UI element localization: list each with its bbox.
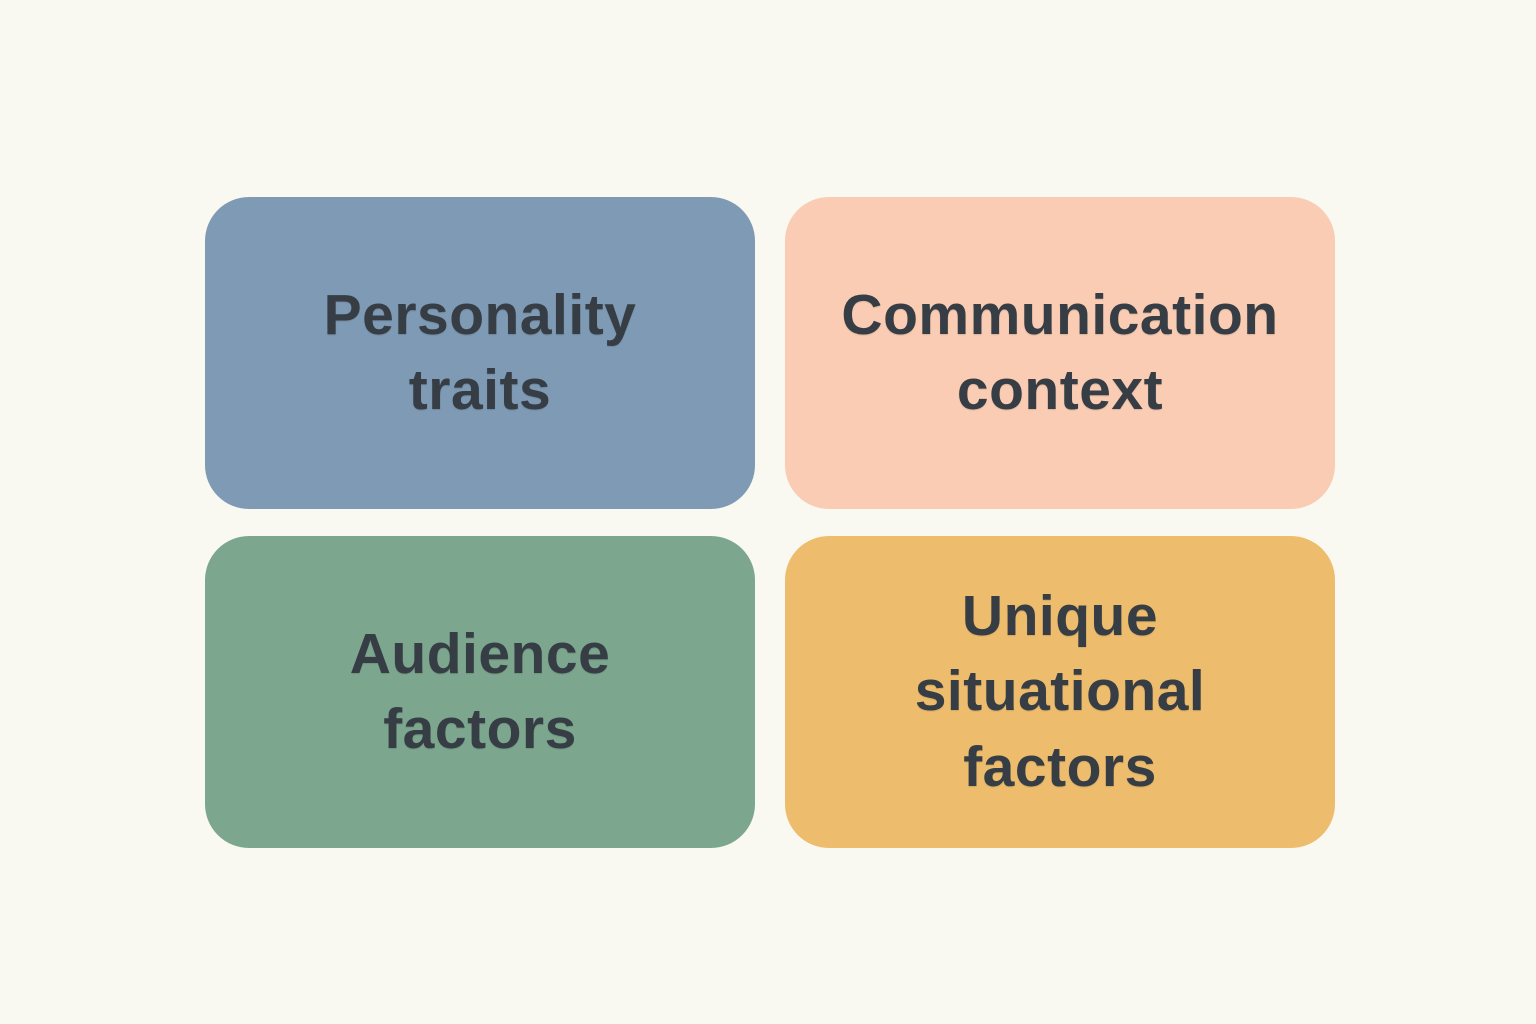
box-unique-situational-factors: Unique situational factors — [785, 536, 1335, 848]
box-communication-context: Communication context — [785, 197, 1335, 509]
box-personality-traits: Personality traits — [205, 197, 755, 509]
box-unique-situational-factors-label: Unique situational factors — [914, 584, 1206, 799]
box-communication-context-label: Communication context — [841, 282, 1279, 422]
box-audience-factors-label: Audience factors — [349, 621, 611, 761]
box-personality-traits-label: Personality traits — [323, 282, 637, 422]
box-audience-factors: Audience factors — [205, 536, 755, 848]
factors-diagram: Personality traits Communication context… — [205, 197, 1335, 848]
